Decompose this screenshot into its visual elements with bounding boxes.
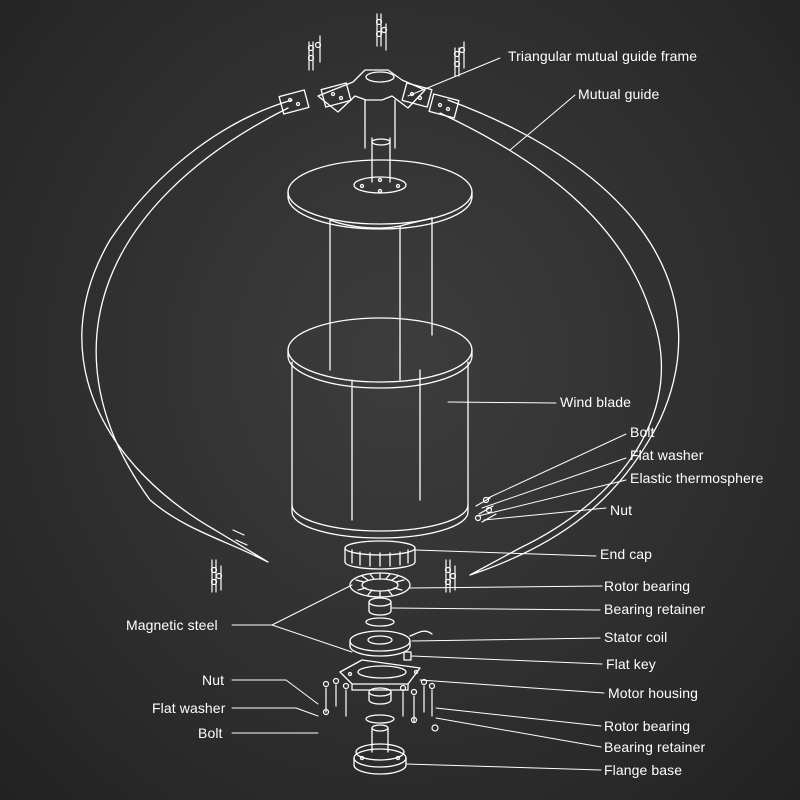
- label-bolt-left: Bolt: [198, 725, 223, 741]
- lower-bolts: [322, 677, 439, 732]
- mutual-guide-right: [439, 99, 680, 576]
- label-nut-left: Nut: [202, 672, 225, 688]
- mutual-guide-left: [81, 99, 293, 563]
- flat-key-part: [403, 651, 412, 661]
- label-motor-housing: Motor housing: [608, 685, 699, 701]
- label-wind-blade: Wind blade: [560, 394, 632, 410]
- upper-blade: [329, 217, 433, 381]
- label-elastic-thermosphere: Elastic thermosphere: [630, 470, 764, 486]
- label-bearing-retainer-top: Bearing retainer: [604, 601, 706, 617]
- top-shaft: [364, 99, 396, 183]
- label-bolt-right: Bolt: [630, 424, 655, 440]
- label-flat-washer-left: Flat washer: [152, 700, 226, 716]
- label-mutual-guide: Mutual guide: [578, 86, 660, 102]
- flange-base-part: [353, 724, 407, 775]
- label-rotor-bearing-top: Rotor bearing: [604, 578, 691, 594]
- bearing-retainer-top-part: [365, 617, 395, 627]
- rotor-bearing-bottom-part: [368, 687, 392, 705]
- side-bolts: [210, 496, 497, 593]
- motor-housing-part: [339, 659, 421, 691]
- label-triangular-mutual-guide-frame: Triangular mutual guide frame: [508, 48, 698, 64]
- leader-lines: [231, 57, 627, 771]
- rotor-bearing-top-part: [368, 597, 392, 616]
- middle-disc: [287, 317, 473, 389]
- label-bearing-retainer-bottom: Bearing retainer: [604, 739, 706, 755]
- mutual-guide-arms: [81, 99, 680, 576]
- label-end-cap: End cap: [600, 546, 653, 562]
- end-cap-part: [344, 540, 416, 570]
- label-flat-key: Flat key: [606, 656, 656, 672]
- magnetic-steel-part: [349, 572, 411, 598]
- lower-blade: [291, 361, 469, 539]
- label-stator-coil: Stator coil: [604, 629, 668, 645]
- triangular-guide-frame: [278, 69, 460, 119]
- label-flange-base: Flange base: [604, 762, 683, 778]
- top-disc: [287, 159, 473, 230]
- stator-coil-part: [349, 630, 433, 657]
- label-flat-washer-right: Flat washer: [630, 447, 704, 463]
- label-nut-right: Nut: [610, 502, 633, 518]
- top-bolts: [307, 13, 466, 77]
- label-rotor-bearing-bottom: Rotor bearing: [604, 718, 691, 734]
- label-magnetic-steel: Magnetic steel: [126, 617, 218, 633]
- bearing-retainer-bottom-part: [365, 714, 395, 724]
